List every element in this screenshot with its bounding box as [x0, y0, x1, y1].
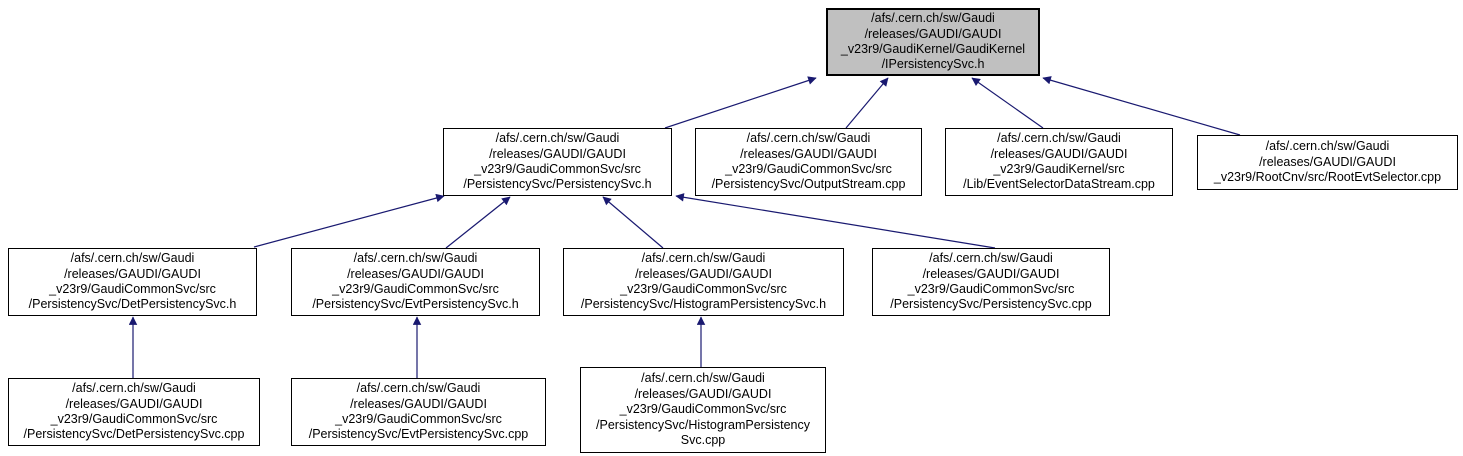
node-label-line: _v23r9/GaudiCommonSvc/src	[50, 412, 218, 426]
dependency-arrow-evtpersistencysvc-h-to-persistencysvc-h	[445, 196, 511, 249]
node-label-line: _v23r9/GaudiCommonSvc/src	[725, 162, 892, 176]
node-label-line: _v23r9/GaudiCommonSvc/src	[907, 282, 1075, 296]
node-label-line: /afs/.cern.ch/sw/Gaudi	[353, 251, 478, 266]
node-persistencysvc-h[interactable]: /afs/.cern.ch/sw/Gaudi/releases/GAUDI/GA…	[443, 128, 672, 196]
node-label-line: /releases/GAUDI/GAUDI	[634, 386, 772, 401]
node-label-line: /releases/GAUDI/GAUDI	[347, 266, 484, 281]
node-label-line: /Lib/EventSelectorDataStream.cpp	[963, 177, 1155, 192]
node-label-line: /releases/GAUDI/GAUDI	[990, 146, 1128, 161]
node-histogrampersistencysvc-h[interactable]: /afs/.cern.ch/sw/Gaudi/releases/GAUDI/GA…	[563, 248, 844, 316]
node-label-line: /afs/.cern.ch/sw/Gaudi	[871, 11, 995, 26]
node-histogrampersistencysvc-cpp[interactable]: /afs/.cern.ch/sw/Gaudi/releases/GAUDI/GA…	[580, 367, 826, 453]
node-label-line: /PersistencySvc/PersistencySvc.h	[463, 177, 652, 192]
node-eventselectordatastream-cpp[interactable]: /afs/.cern.ch/sw/Gaudi/releases/GAUDI/GA…	[945, 128, 1173, 196]
node-label-line: _v23r9/GaudiCommonSvc/src	[474, 162, 641, 176]
node-rootevtselector-cpp[interactable]: /afs/.cern.ch/sw/Gaudi/releases/GAUDI/GA…	[1197, 135, 1458, 190]
node-label-line: /PersistencySvc/EvtPersistencySvc.cpp	[308, 427, 529, 442]
dependency-arrow-outputstream-cpp-to-ipersistencysvc-h	[845, 77, 889, 129]
node-label-line: /afs/.cern.ch/sw/Gaudi	[70, 251, 195, 266]
node-label-line: /releases/GAUDI/GAUDI	[1259, 154, 1396, 169]
node-label-line: /PersistencySvc/HistogramPersistency	[596, 417, 810, 432]
dependency-arrow-detpersistencysvc-h-to-persistencysvc-h	[253, 193, 445, 248]
node-label-line: /IPersistencySvc.h	[881, 57, 985, 72]
node-label-line: /afs/.cern.ch/sw/Gaudi	[1265, 139, 1390, 154]
node-label-line: /PersistencySvc/OutputStream.cpp	[711, 177, 906, 192]
node-label-line: /afs/.cern.ch/sw/Gaudi	[495, 131, 620, 146]
node-persistencysvc-cpp[interactable]: /afs/.cern.ch/sw/Gaudi/releases/GAUDI/GA…	[872, 248, 1110, 316]
node-detpersistencysvc-h[interactable]: /afs/.cern.ch/sw/Gaudi/releases/GAUDI/GA…	[8, 248, 257, 316]
node-label-line: _v23r9/GaudiCommonSvc/src	[620, 282, 787, 296]
node-label-line: _v23r9/GaudiCommonSvc/src	[332, 282, 499, 296]
node-label-line: /afs/.cern.ch/sw/Gaudi	[746, 131, 871, 146]
dependency-arrow-eventselectordatastream-cpp-to-ipersistencysvc-h	[971, 77, 1044, 129]
node-label-line: /PersistencySvc/HistogramPersistencySvc.…	[580, 297, 827, 312]
node-label-line: /afs/.cern.ch/sw/Gaudi	[641, 251, 766, 266]
node-label-line: /PersistencySvc/DetPersistencySvc.cpp	[23, 427, 245, 442]
node-label-line: /afs/.cern.ch/sw/Gaudi	[997, 131, 1121, 146]
node-label-line: /PersistencySvc/DetPersistencySvc.h	[28, 297, 237, 312]
node-label-line: /afs/.cern.ch/sw/Gaudi	[641, 371, 765, 386]
node-label-line: /afs/.cern.ch/sw/Gaudi	[929, 251, 1053, 266]
node-label-line: /afs/.cern.ch/sw/Gaudi	[72, 381, 196, 396]
node-label-line: /releases/GAUDI/GAUDI	[635, 266, 772, 281]
node-label-line: /releases/GAUDI/GAUDI	[922, 266, 1060, 281]
node-ipersistencysvc-h: /afs/.cern.ch/sw/Gaudi/releases/GAUDI/GA…	[826, 8, 1040, 76]
node-label-line: _v23r9/GaudiCommonSvc/src	[619, 402, 787, 417]
node-label-line: _v23r9/GaudiKernel/GaudiKernel	[840, 42, 1026, 56]
node-label-line: _v23r9/GaudiKernel/src	[993, 162, 1125, 176]
node-label-line: Svc.cpp	[680, 433, 726, 448]
dependency-arrow-histogrampersistencysvc-h-to-persistencysvc-h	[602, 196, 664, 249]
node-label-line: /releases/GAUDI/GAUDI	[65, 396, 203, 411]
node-label-line: /PersistencySvc/PersistencySvc.cpp	[890, 297, 1092, 312]
dependency-arrow-rootevtselector-cpp-to-ipersistencysvc-h	[1042, 76, 1241, 136]
node-label-line: /releases/GAUDI/GAUDI	[350, 396, 487, 411]
node-label-line: /releases/GAUDI/GAUDI	[740, 146, 877, 161]
dependency-arrow-persistencysvc-h-to-ipersistencysvc-h	[664, 76, 817, 129]
node-evtpersistencysvc-cpp[interactable]: /afs/.cern.ch/sw/Gaudi/releases/GAUDI/GA…	[291, 378, 546, 446]
node-label-line: _v23r9/GaudiCommonSvc/src	[49, 282, 216, 296]
node-label-line: /afs/.cern.ch/sw/Gaudi	[356, 381, 481, 396]
node-evtpersistencysvc-h[interactable]: /afs/.cern.ch/sw/Gaudi/releases/GAUDI/GA…	[291, 248, 540, 316]
node-outputstream-cpp[interactable]: /afs/.cern.ch/sw/Gaudi/releases/GAUDI/GA…	[695, 128, 922, 196]
node-label-line: /PersistencySvc/EvtPersistencySvc.h	[312, 297, 519, 312]
dependency-arrow-persistencysvc-cpp-to-persistencysvc-h	[675, 193, 996, 249]
node-label-line: _v23r9/RootCnv/src/RootEvtSelector.cpp	[1213, 170, 1442, 185]
node-label-line: /releases/GAUDI/GAUDI	[64, 266, 201, 281]
node-label-line: _v23r9/GaudiCommonSvc/src	[335, 412, 502, 426]
node-detpersistencysvc-cpp[interactable]: /afs/.cern.ch/sw/Gaudi/releases/GAUDI/GA…	[8, 378, 260, 446]
node-label-line: /releases/GAUDI/GAUDI	[489, 146, 626, 161]
node-label-line: /releases/GAUDI/GAUDI	[864, 26, 1002, 41]
